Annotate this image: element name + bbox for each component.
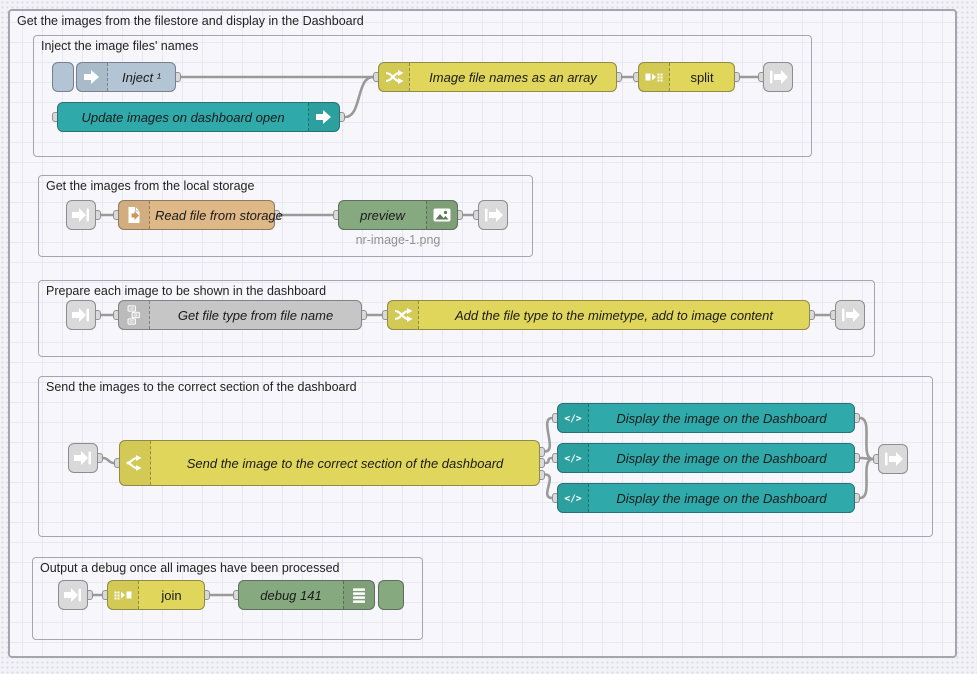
node-change-filenames[interactable]: Image file names as an array bbox=[378, 62, 617, 92]
group-5[interactable]: Output a debug once all images have been… bbox=[32, 557, 423, 640]
join-icon bbox=[108, 581, 139, 609]
node-link-in-3[interactable] bbox=[66, 300, 96, 330]
node-inject[interactable]: Inject ¹ bbox=[76, 62, 176, 92]
template-icon: </> bbox=[558, 484, 589, 512]
wire[interactable] bbox=[543, 456, 554, 465]
node-label: Get file type from file name bbox=[177, 307, 334, 323]
node-label: Display the image on the Dashboard bbox=[616, 410, 827, 426]
image-icon bbox=[426, 201, 457, 229]
link-in-icon bbox=[69, 444, 97, 472]
node-link-out-3[interactable] bbox=[835, 300, 865, 330]
split-icon bbox=[639, 63, 670, 91]
svg-text:</>: </> bbox=[564, 494, 581, 505]
group-label: Send the images to the correct section o… bbox=[46, 380, 357, 394]
debug-button[interactable] bbox=[378, 580, 404, 610]
node-label: Send the image to the correct section of… bbox=[186, 455, 504, 471]
wire[interactable] bbox=[343, 75, 375, 119]
link-in-icon bbox=[67, 201, 95, 229]
wire[interactable] bbox=[543, 473, 554, 500]
link-out-icon bbox=[836, 301, 864, 329]
node-preview[interactable]: preview bbox=[338, 200, 458, 230]
node-template-3[interactable]: </> Display the image on the Dashboard bbox=[557, 483, 855, 513]
swap-icon bbox=[379, 63, 410, 91]
node-label: split bbox=[690, 69, 714, 85]
link-out-icon bbox=[879, 445, 907, 473]
node-link-in-5[interactable] bbox=[58, 580, 88, 610]
node-label: Image file names as an array bbox=[429, 69, 597, 85]
file-in-icon bbox=[119, 201, 150, 229]
inject-icon bbox=[77, 63, 108, 91]
node-label: Display the image on the Dashboard bbox=[616, 450, 827, 466]
node-ui-control[interactable]: Update images on dashboard open bbox=[57, 102, 340, 132]
link-out-icon bbox=[479, 201, 507, 229]
node-link-out-1[interactable] bbox=[763, 62, 793, 92]
node-label: Update images on dashboard open bbox=[81, 109, 285, 125]
node-template-2[interactable]: </> Display the image on the Dashboard bbox=[557, 443, 855, 473]
group-label: Get the images from the local storage bbox=[46, 179, 255, 193]
group-label: Get the images from the filestore and di… bbox=[17, 14, 364, 28]
switch-icon bbox=[120, 441, 151, 485]
svg-text:B: B bbox=[134, 313, 137, 318]
node-switch[interactable]: Send the image to the correct section of… bbox=[119, 440, 540, 486]
group-4[interactable]: Send the images to the correct section o… bbox=[38, 376, 933, 537]
wire[interactable] bbox=[101, 456, 116, 465]
wire[interactable] bbox=[858, 457, 875, 500]
link-out-icon bbox=[764, 63, 792, 91]
node-label: Add the file type to the mimetype, add t… bbox=[455, 307, 773, 323]
node-label: join bbox=[161, 587, 182, 603]
node-status: nr-image-1.png bbox=[355, 233, 441, 247]
node-link-in-4[interactable] bbox=[68, 443, 98, 473]
swap-icon bbox=[388, 301, 419, 329]
node-link-in-2[interactable] bbox=[66, 200, 96, 230]
node-split[interactable]: split bbox=[638, 62, 735, 92]
group-1[interactable]: Inject the image files' names bbox=[33, 35, 812, 157]
group-label: Output a debug once all images have been… bbox=[40, 561, 340, 575]
group-2[interactable]: Get the images from the local storage bbox=[38, 175, 533, 257]
debug-list-icon bbox=[343, 581, 374, 609]
node-label: Inject ¹ bbox=[121, 69, 161, 85]
group-label: Prepare each image to be shown in the da… bbox=[46, 284, 327, 298]
node-link-out-2[interactable] bbox=[478, 200, 508, 230]
svg-text:A: A bbox=[130, 306, 134, 311]
svg-text:</>: </> bbox=[564, 454, 581, 465]
node-template-1[interactable]: </> Display the image on the Dashboard bbox=[557, 403, 855, 433]
svg-text:</>: </> bbox=[564, 414, 581, 425]
group-label: Inject the image files' names bbox=[41, 39, 199, 53]
node-debug[interactable]: debug 141 bbox=[238, 580, 375, 610]
svg-text:C: C bbox=[130, 319, 134, 324]
node-link-out-4[interactable] bbox=[878, 444, 908, 474]
link-in-icon bbox=[67, 301, 95, 329]
node-label: Display the image on the Dashboard bbox=[616, 490, 827, 506]
inject-button[interactable] bbox=[52, 62, 74, 92]
node-file-in[interactable]: Read file from storage bbox=[118, 200, 283, 230]
node-label: preview bbox=[360, 207, 405, 223]
node-label: Read file from storage bbox=[155, 207, 283, 223]
group-3[interactable]: Prepare each image to be shown in the da… bbox=[38, 280, 875, 357]
link-in-icon bbox=[59, 581, 87, 609]
wire[interactable] bbox=[543, 416, 554, 453]
node-change-mimetype[interactable]: Add the file type to the mimetype, add t… bbox=[387, 300, 810, 330]
node-join[interactable]: join bbox=[107, 580, 205, 610]
arrow-right-icon bbox=[308, 103, 339, 131]
wire[interactable] bbox=[858, 416, 875, 461]
template-icon: </> bbox=[558, 404, 589, 432]
template-icon: </> bbox=[558, 444, 589, 472]
node-label: debug 141 bbox=[260, 587, 322, 603]
